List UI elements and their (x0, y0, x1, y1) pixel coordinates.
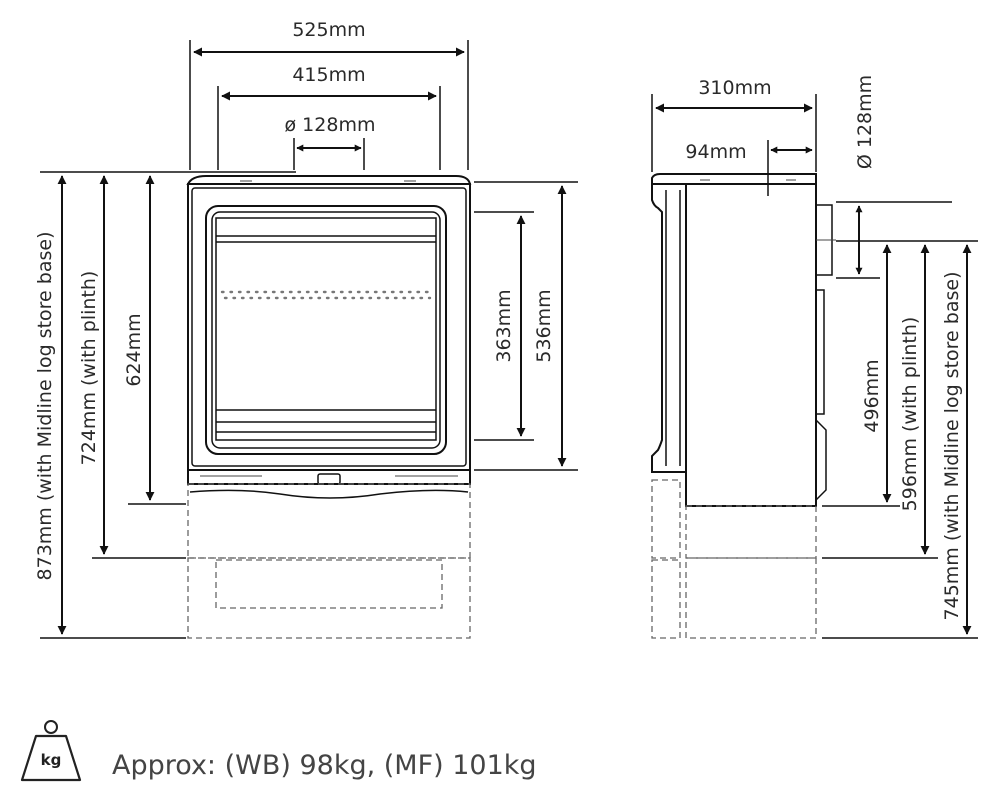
dim-height-stove: 624mm (123, 313, 145, 386)
dim-flue-centre-logstore: 745mm (with Midline log store base) (941, 272, 963, 621)
stove-glass (215, 217, 437, 441)
front-body-dimensions (474, 181, 578, 471)
dim-flue-centre-plinth: 596mm (with plinth) (899, 317, 921, 512)
dim-height-logstore: 873mm (with Midline log store base) (34, 232, 56, 581)
dim-window-height: 363mm (493, 289, 515, 362)
dim-width-body: 415mm (292, 64, 365, 86)
stove-top-plate (186, 175, 472, 185)
stove-body (187, 183, 471, 471)
dim-flue-centre-height: 496mm (861, 359, 883, 432)
side-body (685, 183, 817, 507)
front-width-dimensions (189, 40, 469, 170)
dim-width-overall: 525mm (292, 19, 365, 41)
stove-badge (317, 473, 341, 485)
side-view (651, 173, 836, 639)
weight-text: Approx: (WB) 98kg, (MF) 101kg (112, 750, 537, 781)
dim-flue-diameter-front: ø 128mm (285, 114, 376, 136)
stove-door (205, 205, 447, 455)
dim-body-height: 536mm (533, 289, 555, 362)
side-height-dimensions (822, 240, 978, 639)
dim-depth: 310mm (698, 77, 771, 99)
logstore-outline (187, 557, 471, 639)
side-width-dimensions (651, 94, 817, 196)
dim-flue-offset: 94mm (685, 141, 746, 163)
stove-base (187, 469, 471, 485)
front-view (186, 175, 472, 639)
side-top-plate (651, 173, 817, 185)
side-logstore-outline (685, 557, 817, 639)
side-plinth-outline (685, 505, 817, 559)
side-flue-diameter-dimension (836, 201, 952, 279)
front-height-dimensions (40, 171, 296, 639)
side-door-profile (651, 184, 687, 473)
plinth-outline (187, 483, 471, 559)
weight-icon-label: kg (41, 751, 62, 769)
dim-flue-diameter-side: Ø 128mm (854, 75, 876, 169)
dim-height-plinth: 724mm (with plinth) (78, 271, 100, 466)
weight-icon: kg (20, 720, 82, 782)
